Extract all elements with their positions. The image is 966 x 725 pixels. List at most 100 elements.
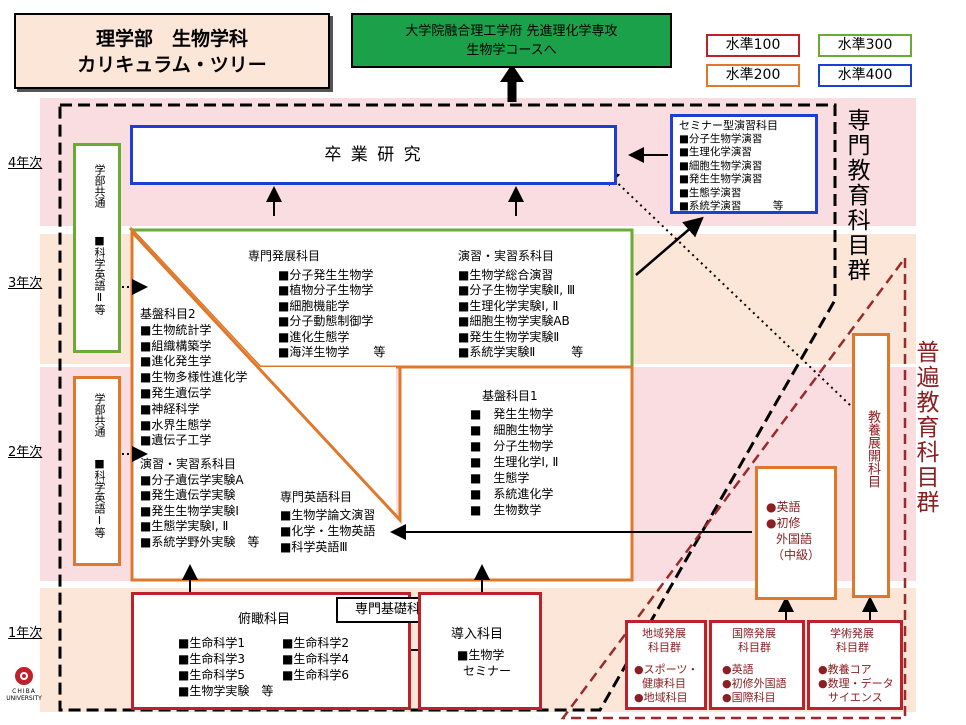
- specialized-group-label: 専門教育科目群: [843, 108, 869, 283]
- overview-col2: ■生命科学2 ■生命科学4 ■生命科学6: [282, 635, 349, 683]
- list-item: ■進化発生学: [140, 354, 212, 369]
- international-item3: ●国際科目: [722, 691, 776, 704]
- list-item: ■分子発生生物学: [278, 267, 374, 282]
- list-item: ■水界生態学: [140, 417, 212, 432]
- common-english1-box: 学部共通 ■科学英語Ⅰ等: [73, 376, 121, 566]
- list-item: ■発生生物学実験Ⅰ: [140, 503, 239, 518]
- basic1-list: ■ 発生生物学 ■ 細胞生物学 ■ 分子生物学 ■ 生理化学Ⅰ, Ⅱ ■ 生態学…: [470, 406, 558, 518]
- list-item: ■細胞生物学演習: [679, 159, 763, 172]
- seminar-box: セミナー型演習科目 ■分子生物学演習 ■生理化学演習 ■細胞生物学演習 ■発生生…: [670, 114, 818, 214]
- list-item: ■生命科学2: [282, 636, 349, 650]
- title-line2: カリキュラム・ツリー: [77, 54, 267, 76]
- list-item: ■分子動態制御学: [278, 314, 374, 328]
- list-item: ■ 分子生物学: [470, 439, 554, 453]
- list-item: ■生命科学4: [282, 652, 349, 666]
- list-item: ■系統学実験Ⅱ 等: [458, 345, 584, 359]
- graduate-destination: 大学院融合理工学府 先進理化学専攻 生物学コースへ: [351, 13, 672, 68]
- international-title2: 科目群: [738, 641, 771, 654]
- basic2-section: 基盤科目2 ■生物統計学 ■組織構築学 ■進化発生学 ■生物多様性進化学 ■発生…: [140, 307, 247, 449]
- legend-level300: 水準300: [818, 34, 912, 57]
- list-item: ■分子遺伝学実験A: [140, 472, 244, 487]
- practice2-list: ■分子遺伝学実験A ■発生遺伝学実験 ■発生生物学実験Ⅰ ■生態学実験Ⅰ, Ⅱ …: [140, 473, 259, 551]
- liberal-box: 教養展開科目: [852, 333, 890, 598]
- common-english2-box: 学部共通 ■科学英語Ⅱ等: [73, 143, 121, 353]
- international-item2: ●初修外国語: [722, 677, 787, 690]
- page-title: 理学部 生物学科 カリキュラム・ツリー: [14, 13, 330, 89]
- advanced-list: ■分子発生生物学 ■植物分子生物学 ■細胞機能学 ■分子動態制御学 ■進化生態学…: [248, 268, 385, 361]
- international-box: 国際発展 科目群 ●英語 ●初修外国語 ●国際科目: [709, 620, 805, 710]
- year-label-4: 4年次: [8, 156, 43, 171]
- list-item: ■神経科学: [140, 401, 200, 416]
- list-item: ■発生生物学実験Ⅱ: [458, 329, 560, 344]
- intro-item1: ■生物学: [457, 648, 505, 662]
- advanced-section: 専門発展科目 ■分子発生生物学 ■植物分子生物学 ■細胞機能学 ■分子動態制御学…: [248, 249, 385, 361]
- sci-english-list: ■生物学論文演習 ■化学・生物英語 ■科学英語Ⅲ: [280, 507, 375, 555]
- sci-english-section: 専門英語科目 ■生物学論文演習 ■化学・生物英語 ■科学英語Ⅲ: [280, 489, 375, 555]
- list-item: ■生物学論文演習: [280, 508, 376, 522]
- legend-level400: 水準400: [818, 64, 912, 87]
- list-item: ■分子生物学演習: [679, 132, 763, 145]
- intro-title: 導入科目: [451, 627, 504, 642]
- list-item: ■ 生物数学: [470, 503, 542, 517]
- list-item: ■組織構築学: [140, 338, 212, 353]
- list-item: ■細胞生物学実験AB: [458, 314, 570, 328]
- list-item: ■化学・生物英語: [280, 524, 376, 538]
- university-line2: UNIVERSITY: [6, 695, 42, 702]
- international-item1: ●英語: [722, 663, 754, 676]
- year-label-3: 3年次: [8, 276, 43, 291]
- list-item: ■発生遺伝学: [140, 385, 212, 400]
- regional-title2: 科目群: [648, 641, 681, 654]
- list-item: ■生命科学6: [282, 668, 349, 682]
- specialized-group-boundary: [58, 103, 837, 712]
- list-item: ■海洋生物学 等: [278, 345, 386, 359]
- list-item: ■遺伝子工学: [140, 433, 212, 448]
- list-item: ■細胞機能学: [278, 298, 350, 313]
- intro-box: 導入科目 ■生物学 セミナー: [418, 592, 542, 710]
- academic-box: 学術発展 科目群 ●教養コア ●数理・データ サイエンス: [807, 620, 903, 710]
- list-item: ■生理化学実験Ⅰ, Ⅱ: [458, 298, 559, 313]
- practice3-list: ■生物学総合演習 ■分子生物学実験Ⅱ, Ⅲ ■生理化学実験Ⅰ, Ⅱ ■細胞生物学…: [458, 268, 583, 361]
- list-item: ■生命科学3: [178, 652, 245, 666]
- list-item: ■植物分子生物学: [278, 283, 374, 297]
- list-item: ■生理化学演習: [679, 146, 752, 158]
- seminar-list: ■分子生物学演習 ■生理化学演習 ■細胞生物学演習 ■発生生物学演習 ■生態学演…: [679, 133, 815, 214]
- regional-item2: 健康科目: [642, 677, 686, 690]
- general-group-label: 普遍教育科目群: [912, 340, 938, 515]
- list-item: ■系統学野外実験 等: [140, 534, 260, 549]
- overview-title: 俯瞰科目: [238, 612, 291, 627]
- list-item: ■分子生物学実験Ⅱ, Ⅲ: [458, 283, 576, 297]
- intro-item2: セミナー: [463, 664, 512, 678]
- international-title1: 国際発展: [732, 627, 776, 640]
- basic2-list: ■生物統計学 ■組織構築学 ■進化発生学 ■生物多様性進化学 ■発生遺伝学 ■神…: [140, 323, 247, 449]
- list-item: ■生物統計学: [140, 322, 212, 337]
- practice3-title: 演習・実習系科目: [458, 249, 555, 263]
- general-group-boundary: [560, 254, 907, 720]
- list-item: ■生物学総合演習: [458, 267, 554, 282]
- sci-english-title: 専門英語科目: [280, 490, 353, 504]
- list-item: ■ 系統進化学: [470, 487, 554, 501]
- list-item: ■系統学演習 等: [679, 200, 784, 212]
- list-item: ■発生遺伝学実験: [140, 488, 236, 502]
- seminar-title: セミナー型演習科目: [679, 119, 778, 132]
- academic-item3: サイエンス: [828, 691, 883, 704]
- practice3-section: 演習・実習系科目 ■生物学総合演習 ■分子生物学実験Ⅱ, Ⅲ ■生理化学実験Ⅰ,…: [458, 249, 583, 361]
- list-item: ■生物学実験 等: [178, 684, 274, 698]
- list-item: ■発生生物学演習: [679, 173, 763, 185]
- common-english2-text: 学部共通: [93, 164, 106, 208]
- year-label-2: 2年次: [8, 445, 43, 460]
- list-item: ■ 細胞生物学: [470, 423, 554, 437]
- common-english1-text: 学部共通: [93, 393, 106, 437]
- list-item: ■生物多様性進化学: [140, 370, 248, 385]
- language-item2: ●初修: [766, 516, 801, 530]
- liberal-label: 教養展開科目: [865, 410, 880, 488]
- university-logo: CHIBA UNIVERSITY: [4, 664, 44, 708]
- basic2-frame: [130, 228, 634, 582]
- legend-level200: 水準200: [706, 64, 800, 87]
- flower-icon: [15, 667, 33, 685]
- academic-title2: 科目群: [836, 641, 869, 654]
- academic-title1: 学術発展: [830, 627, 874, 640]
- year-label-1: 1年次: [8, 626, 43, 641]
- list-item: ■進化生態学: [278, 329, 350, 344]
- title-line1: 理学部 生物学科: [95, 28, 248, 50]
